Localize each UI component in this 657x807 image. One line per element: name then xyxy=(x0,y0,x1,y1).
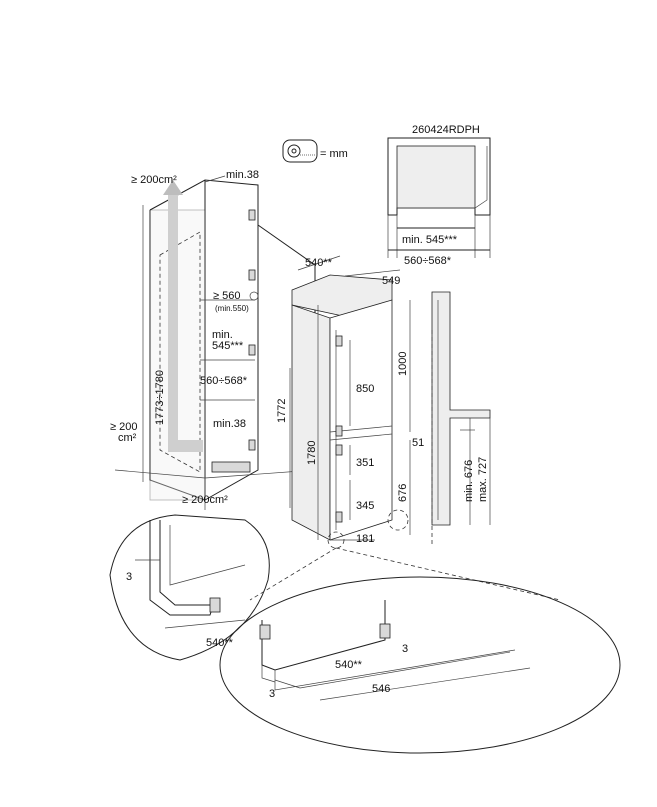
side-profile-drawing: min. 676 max. 727 xyxy=(431,291,491,545)
niche-height-label: 1773÷1780 xyxy=(154,370,166,425)
detail-marker-bottom-icon xyxy=(327,531,345,549)
mid-section-label: 351 xyxy=(356,457,374,469)
detail-bottom-width-label: 546 xyxy=(372,683,390,695)
width-top-label: 549 xyxy=(382,275,400,287)
min-depth-label-b: 545*** xyxy=(212,340,244,352)
gap-top-label: min.38 xyxy=(226,169,259,181)
min-depth-label-a: min. xyxy=(212,329,233,341)
depth-marker-icon xyxy=(249,291,259,301)
detail-bottom-gap-left-label: 3 xyxy=(269,688,275,700)
upper-hinge-label: 1000 xyxy=(397,352,409,376)
inner-depth-label: ≥ 560 xyxy=(213,290,240,302)
inner-depth-min-label: (min.550) xyxy=(215,304,249,313)
inset-min-depth: min. 545*** xyxy=(402,234,458,246)
appliance-drawing: 540** 549 1780 850 1000 51 351 345 676 1… xyxy=(291,255,424,549)
lower-hinge-label: 676 xyxy=(397,484,409,502)
min-height-label: min. 676 xyxy=(463,460,475,502)
ruler-icon xyxy=(282,139,318,163)
upper-section-label: 850 xyxy=(356,383,374,395)
detail-bottom-gap-right-label: 3 xyxy=(402,643,408,655)
gap-mid-label: 51 xyxy=(412,437,424,449)
detail-bottom-drawing: 540** 3 3 546 xyxy=(219,547,621,754)
detail-left-depth-label: 540** xyxy=(206,637,234,649)
unit-legend: = mm xyxy=(282,139,348,163)
height-total-label: 1780 xyxy=(306,441,318,465)
inset-width: 560÷568* xyxy=(404,255,452,267)
bottom-offset-label: 181 xyxy=(356,533,374,545)
vent-side-label-a: ≥ 200 xyxy=(110,421,137,433)
niche-width-label: 560÷568* xyxy=(200,375,248,387)
gap-bottom-label: min.38 xyxy=(213,418,246,430)
depth-top-label: 540** xyxy=(305,257,333,269)
lower-section-label: 345 xyxy=(356,500,374,512)
vent-top-label: ≥ 200cm² xyxy=(131,174,177,186)
detail-left-drawing: 3 540** xyxy=(109,514,270,661)
model-code: 260424RDPH xyxy=(412,124,480,136)
detail-left-gap-label: 3 xyxy=(126,571,132,583)
detail-marker-side-icon xyxy=(387,509,409,531)
niche-drawing: ≥ 200cm² min.38 ≥ 560 (min.550) min. 545… xyxy=(110,169,316,510)
cabinet-height-label: 1772 xyxy=(276,399,288,423)
vent-side-label-b: cm² xyxy=(118,432,137,444)
detail-bottom-depth-label: 540** xyxy=(335,659,363,671)
inset-top-view: 260424RDPH min. 545*** 560÷568* xyxy=(387,124,491,267)
unit-note: = mm xyxy=(320,148,348,160)
max-height-label: max. 727 xyxy=(477,457,489,502)
vent-bottom-label: ≥ 200cm² xyxy=(182,494,228,506)
